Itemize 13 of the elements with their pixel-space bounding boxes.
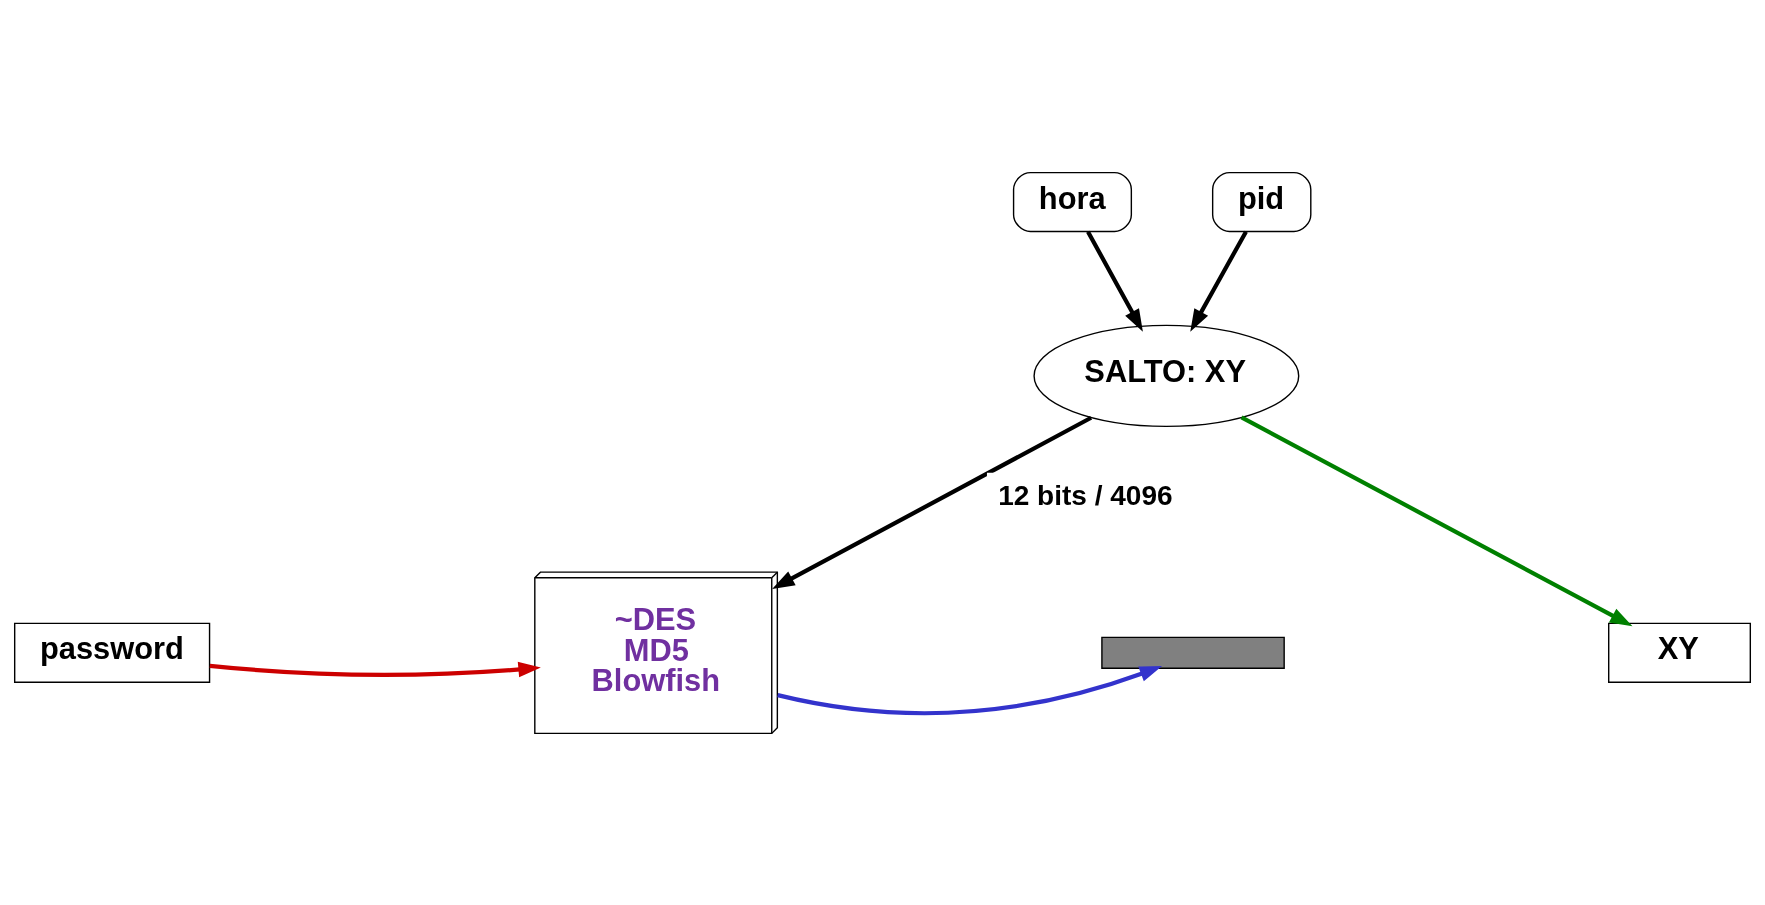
arrow (209, 661, 541, 677)
node-bar (1101, 636, 1285, 669)
node-box: hora (1012, 171, 1133, 232)
node-box: XY (1608, 622, 1751, 683)
arrow (1086, 230, 1143, 332)
arrow (777, 665, 1163, 715)
arrow (1240, 415, 1633, 626)
edge-label: 12 bits / 4096 (998, 479, 1173, 511)
node-box: pid (1211, 171, 1312, 232)
node-ellipse: SALTO: XY (1033, 324, 1300, 427)
arrow (1190, 230, 1248, 332)
arrow (772, 415, 1093, 589)
node-box: password (14, 622, 211, 683)
